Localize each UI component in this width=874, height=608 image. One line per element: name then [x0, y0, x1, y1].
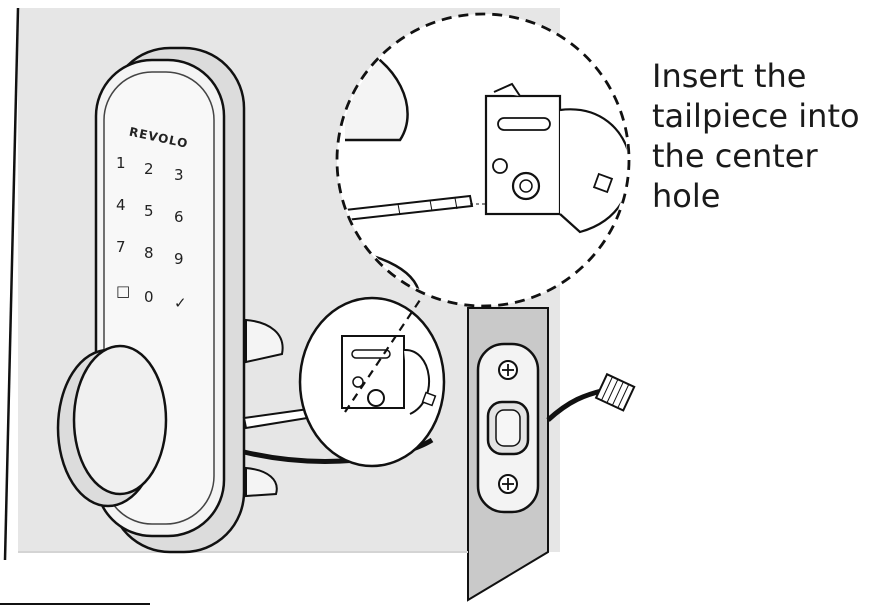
keypad-key-3[interactable]: 3 — [174, 166, 184, 184]
instruction-text: Insert the tailpiece into the center hol… — [652, 56, 872, 216]
square-key-icon[interactable]: □ — [116, 282, 130, 300]
instruction-line-3: the center — [652, 137, 818, 175]
keypad-key-5[interactable]: 5 — [144, 202, 154, 220]
callout-leader — [344, 299, 421, 413]
screw-icon — [498, 474, 518, 494]
wall-left-edge — [3, 7, 20, 561]
dashed-zoom-callout — [335, 12, 631, 308]
keypad-key-7[interactable]: 7 — [116, 238, 126, 256]
cable-connector — [594, 372, 636, 412]
screw-icon — [498, 360, 518, 380]
keypad-key-6[interactable]: 6 — [174, 208, 184, 226]
keypad-key-1[interactable]: 1 — [116, 154, 126, 172]
keypad-key-9[interactable]: 9 — [174, 250, 184, 268]
keypad-key-4[interactable]: 4 — [116, 196, 126, 214]
keypad-key-2[interactable]: 2 — [144, 160, 154, 178]
instruction-line-2: tailpiece into — [652, 97, 860, 135]
keypad-key-0[interactable]: 0 — [144, 288, 154, 306]
mount-plate-tab-lower — [245, 466, 278, 498]
mount-plate-tab — [245, 318, 284, 364]
keypad-key-8[interactable]: 8 — [144, 244, 154, 262]
instruction-line-1: Insert the — [652, 57, 807, 95]
latch-assembly-small — [341, 335, 437, 415]
instruction-line-4: hole — [652, 177, 721, 215]
knob[interactable] — [72, 344, 168, 496]
square-key-icon — [592, 172, 614, 194]
checkmark-icon[interactable]: ✓ — [174, 294, 187, 312]
